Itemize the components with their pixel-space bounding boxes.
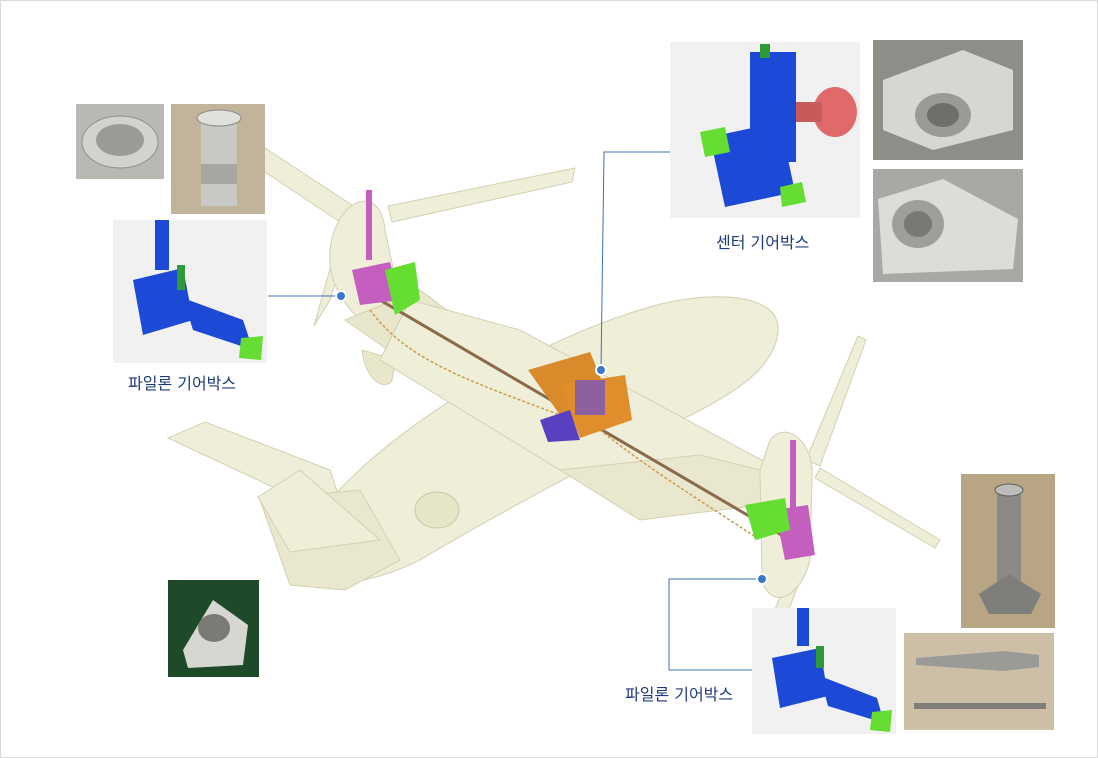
center-gearbox-housing-photo-1 xyxy=(873,40,1023,160)
pylon-housing-photo xyxy=(168,580,259,677)
leader-line-center xyxy=(600,151,670,371)
oil-lines-left xyxy=(369,309,601,431)
oil-lines-right xyxy=(599,429,761,541)
right-pylon-gearbox-label: 파일론 기어박스 xyxy=(625,685,734,704)
center-gearbox-housing-photo-2 xyxy=(873,169,1023,282)
center-gearbox-model xyxy=(528,352,632,442)
right-pylon-gearbox-render xyxy=(752,608,896,734)
right-pylon-gearbox-model xyxy=(745,440,815,560)
center-gearbox-render xyxy=(670,42,860,218)
pylon-bearing-ring-photo xyxy=(76,104,164,179)
center-gearbox-label: 센터 기어박스 xyxy=(716,233,810,252)
left-pylon-gearbox-label: 파일론 기어박스 xyxy=(128,374,237,393)
drive-shaft-photo xyxy=(904,633,1054,730)
left-pylon-gearbox-model xyxy=(352,190,420,315)
left-pylon-gearbox-render xyxy=(113,220,267,363)
leader-line-right-pylon xyxy=(668,578,762,671)
dot-icon xyxy=(595,364,607,376)
fuselage-window xyxy=(414,491,460,529)
leader-lines xyxy=(268,151,762,671)
leader-dots xyxy=(335,290,768,585)
dot-icon xyxy=(756,573,768,585)
dot-icon xyxy=(335,290,347,302)
pylon-mast-photo xyxy=(961,474,1055,628)
vertical-tail xyxy=(257,469,382,553)
pylon-shaft-photo xyxy=(171,104,265,214)
